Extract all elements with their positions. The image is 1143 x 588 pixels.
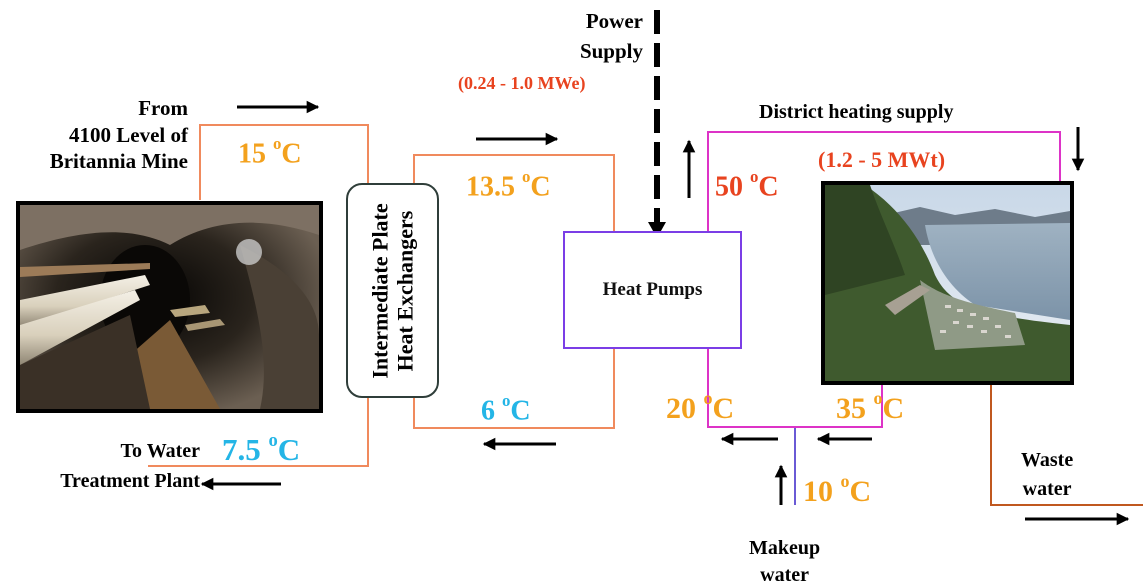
source-line2: 4100 Level of bbox=[69, 122, 188, 147]
district-heating-range: (1.2 - 5 MWt) bbox=[818, 147, 946, 172]
temp-hx-return: 6 oC bbox=[481, 391, 531, 427]
heat-pumps-box: Heat Pumps bbox=[563, 231, 742, 349]
makeup-water-label: Makeup water bbox=[749, 535, 820, 588]
source-line3: Britannia Mine bbox=[49, 149, 188, 174]
town-aerial-image bbox=[825, 185, 1070, 381]
district-heating-label: District heating supply bbox=[759, 101, 954, 123]
mine-return-line bbox=[148, 398, 369, 467]
waste-line1: Waste bbox=[1021, 449, 1074, 471]
heat-pumps-label: Heat Pumps bbox=[602, 279, 703, 300]
power-arrow-head bbox=[648, 222, 666, 238]
district-loop-lines bbox=[707, 131, 1061, 428]
waste-line2: water bbox=[1022, 478, 1072, 500]
source-label: From 4100 Level of Britannia Mine bbox=[50, 95, 188, 175]
makeup-line2: water bbox=[760, 564, 809, 586]
heat-exchanger-line1: Intermediate Plate bbox=[366, 202, 392, 379]
power-supply-line1: Power bbox=[585, 9, 643, 33]
power-supply-range: (0.24 - 1.0 MWe) bbox=[458, 73, 586, 93]
temp-makeup: 10 oC bbox=[803, 471, 872, 508]
temp-district-supply: 50 oC bbox=[715, 167, 779, 203]
treatment-line2: Treatment Plant bbox=[60, 470, 200, 493]
heat-exchanger-label: Intermediate Plate Heat Exchangers bbox=[366, 186, 417, 396]
temp-district-return: 35 oC bbox=[836, 388, 905, 425]
flow-arrows bbox=[200, 100, 1130, 526]
temp-hx-out: 13.5 oC bbox=[466, 167, 551, 203]
mine-tunnel-photo bbox=[16, 201, 323, 413]
waste-water-line bbox=[990, 380, 1143, 506]
heat-exchanger-box: Intermediate Plate Heat Exchangers bbox=[346, 183, 439, 398]
town-aerial-photo bbox=[821, 181, 1074, 385]
makeup-line1: Makeup bbox=[749, 537, 821, 559]
temp-mine-supply: 15 oC bbox=[238, 134, 302, 170]
hx-supply-line bbox=[413, 154, 615, 232]
temp-hp-return: 20 oC bbox=[666, 388, 735, 425]
power-supply-line2: Supply bbox=[579, 39, 643, 64]
mine-tunnel-image bbox=[20, 205, 319, 409]
district-supply-line bbox=[707, 131, 1061, 232]
source-line1: From bbox=[138, 96, 188, 120]
treatment-line1: To Water bbox=[120, 440, 200, 462]
mine-supply-line bbox=[199, 124, 369, 200]
power-supply-label: Power Supply bbox=[580, 6, 643, 67]
mine-loop-lines bbox=[148, 124, 615, 467]
hx-return-line bbox=[413, 349, 615, 429]
temp-to-treatment: 7.5 oC bbox=[222, 429, 301, 467]
district-return-line bbox=[707, 349, 883, 428]
treatment-label: To Water Treatment Plant bbox=[60, 436, 200, 497]
waste-water-label: Waste water bbox=[1021, 446, 1073, 504]
heat-exchanger-line2: Heat Exchangers bbox=[391, 210, 417, 371]
